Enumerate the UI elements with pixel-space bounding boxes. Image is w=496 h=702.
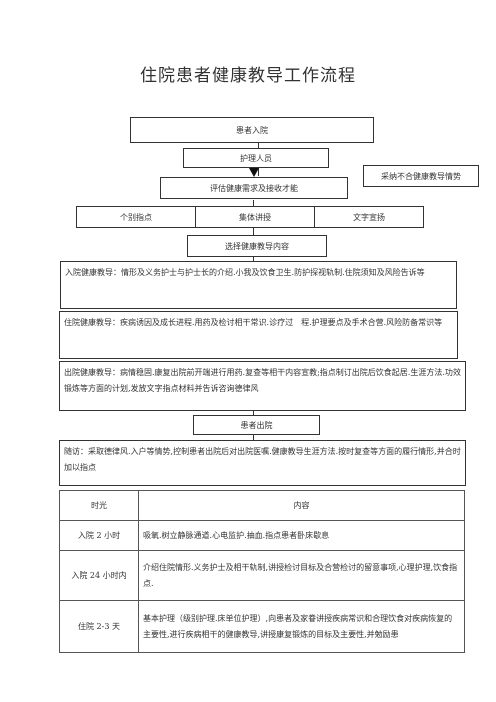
time-cell: 入院 2 小时: [59, 520, 139, 551]
inpatient-education: 住院健康教导：疾病诱因及成长进程.用药及检讨相干常识.诊疗过 程.护理要点及手术…: [59, 311, 458, 359]
content-cell: 吸氧.树立静脉通道.心电监护.抽血.指点患者卧床歇息: [138, 520, 465, 551]
page-title: 住院患者健康教导工作流程: [140, 66, 356, 86]
column-header-content: 内容: [138, 490, 465, 521]
schedule-table: 时光 内容 入院 2 小时 吸氧.树立静脉通道.心电监护.抽血.指点患者卧床歇息…: [59, 490, 465, 653]
admission-education: 入院健康教导：情形及义务护士与护士长的介绍.小我及饮食卫生.防护探视轨制.住院须…: [60, 261, 457, 309]
discharge-education: 出院健康教导：病情稳固.康复出院前开端进行用药.复查等相干内容宣教;指点制订出院…: [59, 361, 466, 411]
arrow-down-icon: [249, 168, 259, 177]
assessment-box: 评估健康需求及接收才能: [160, 177, 348, 199]
method-written: 文字宣扬: [314, 206, 424, 228]
time-cell: 入院 24 小时内: [59, 550, 139, 601]
column-header-time: 时光: [59, 490, 139, 521]
method-group: 集体讲授: [195, 206, 315, 228]
table-row: 住院 2-3 天 基本护理（级别护理.床单位护理）,向患者及家眷讲授疾病常识和合…: [59, 600, 465, 653]
content-cell: 基本护理（级别护理.床单位护理）,向患者及家眷讲授疾病常识和合理饮食对疾病恢复的…: [138, 600, 465, 653]
connector-line: [253, 200, 254, 207]
method-individual: 个别指点: [76, 206, 196, 228]
connector-line: [253, 256, 254, 261]
content-cell: 介绍住院情形.义务护士及相干轨制,讲授检讨目标及合营检讨的留意事项,心理护理,饮…: [138, 550, 465, 601]
table-header-row: 时光 内容: [59, 490, 465, 521]
choose-content-box: 选择健康教导内容: [187, 235, 327, 257]
discharge-box: 患者出院: [193, 415, 320, 435]
connector-line: [253, 410, 254, 415]
table-row: 入院 2 小时 吸氧.树立静脉通道.心电监护.抽血.指点患者卧床歇息: [59, 520, 465, 551]
nurse-box: 护理人员: [183, 148, 329, 168]
side-note-box: 采纳不合健康教导情势: [363, 165, 479, 187]
follow-up-box: 随访：采取德律风.入户等情势,控制患者出院后对出院医嘱.健康教导生涯方法.按时复…: [59, 440, 466, 486]
table-row: 入院 24 小时内 介绍住院情形.义务护士及相干轨制,讲授检讨目标及合营检讨的留…: [59, 550, 465, 601]
connector-line: [253, 435, 254, 440]
admission-box: 患者入院: [130, 117, 374, 143]
time-cell: 住院 2-3 天: [59, 600, 139, 653]
connector-line: [258, 142, 259, 148]
connector-line: [253, 228, 254, 235]
